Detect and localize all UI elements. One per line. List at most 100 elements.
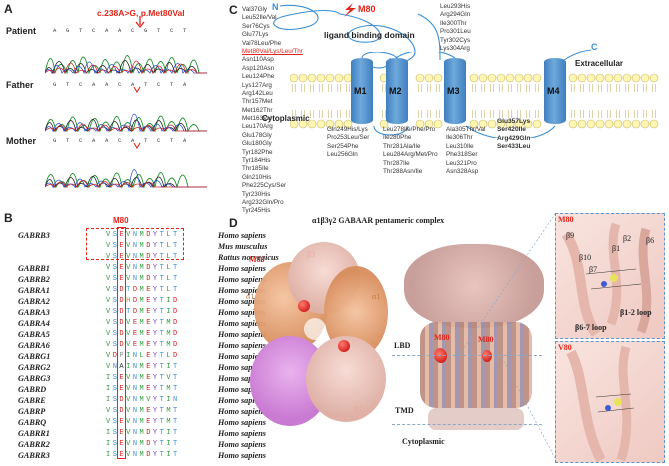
- m80-sphere-right: [338, 340, 350, 352]
- mutation-item: Ser433Leu: [497, 142, 530, 150]
- sequence: ISDVNMVYTIN: [106, 395, 211, 406]
- mutation-item: Met163Val: [242, 115, 303, 123]
- mutation-item: Ser420Ile: [497, 125, 530, 133]
- gene-name: GABRQ: [18, 417, 96, 428]
- zoom-loop67-label: β6-7 loop: [575, 323, 607, 332]
- sequence: ISEVNMDYTIT: [106, 428, 211, 439]
- mutation-item: Leu278Ile/Phe/Pro: [383, 126, 438, 134]
- trace-label-father: Father: [6, 80, 34, 90]
- zoom-b9-label: β9: [566, 231, 574, 240]
- sequence: VSEVNMDYTLT: [106, 230, 211, 241]
- gene-name: GABRA1: [18, 285, 96, 296]
- chromatogram-patient: [45, 36, 207, 74]
- chromatogram-mother: [45, 150, 207, 188]
- chromatogram-father: [45, 94, 207, 132]
- mutation-item: Leu321Pro: [446, 160, 485, 168]
- top-beta3-label: β3: [307, 250, 315, 259]
- zoom-b6-label: β6: [646, 236, 654, 245]
- panel-a-letter: A: [4, 2, 13, 16]
- sequence: VSEVNMDYTLT: [106, 274, 211, 285]
- gene-name: GABRB1: [18, 263, 96, 274]
- mutation-item: Ile280Phe: [383, 134, 438, 142]
- mutation-item: Val78Leu/Phe: [242, 40, 303, 48]
- mutation-item: Ser254Phe: [327, 143, 369, 151]
- mutation-item: Ser76Cys: [242, 23, 303, 31]
- mutation-item: Thr157Met: [242, 98, 303, 106]
- trace-label-mother: Mother: [6, 136, 36, 146]
- sequence: VDPINLEYTLD: [106, 351, 211, 362]
- gene-name: GABRR1: [18, 428, 96, 439]
- mutation-item: Glu180Gly: [242, 140, 303, 148]
- mutation-list-m2: Leu278Ile/Phe/ProIle280PheThr281Ala/IleL…: [383, 126, 438, 176]
- mutation-item: Tyr230His: [242, 191, 303, 199]
- sequence: ISEVNMEYTMT: [106, 384, 211, 395]
- gene-name: GABRR2: [18, 439, 96, 450]
- ligand-binding-domain-label: ligand binding domain: [324, 30, 415, 40]
- sequence: ISEVNMDYTIT: [106, 450, 211, 461]
- gene-name: GABRD: [18, 384, 96, 395]
- mutation-item: Ile306Thr: [446, 134, 485, 142]
- lightning-icon: [341, 3, 359, 17]
- mutation-list-m1: Gln249His/LysPro253Leu/SerSer254PheLeu25…: [327, 126, 369, 160]
- gene-name: GABRG3: [18, 373, 96, 384]
- mutation-item: Arg142Leu: [242, 90, 303, 98]
- gene-name: GABRP: [18, 406, 96, 417]
- mutation-item: Thr288Asn/Ile: [383, 168, 438, 176]
- lbd-label: LBD: [394, 341, 410, 350]
- zoom-connector: [440, 212, 560, 462]
- zoom-b2-label: β2: [623, 234, 631, 243]
- mutation-item: Gln249His/Lys: [327, 126, 369, 134]
- mutation-item: Leu52Ile/Val: [242, 14, 303, 22]
- trace-label-patient: Patient: [6, 26, 36, 36]
- base-row-mother: G T C A A C A T C T A: [53, 137, 190, 144]
- gene-name: GABRE: [18, 395, 96, 406]
- mutation-item: Thr185Ile: [242, 165, 303, 173]
- tmd-label: TMD: [395, 406, 414, 415]
- zoom-b1-label: β1: [612, 244, 620, 253]
- sequence: VSEVNMDYTLT: [106, 263, 211, 274]
- zoom-b10-label: β10: [579, 253, 591, 262]
- mutation-item: Ala305Thr/Val: [446, 126, 485, 134]
- gene-name: GABRB2: [18, 274, 96, 285]
- mutation-item: Tyr184His: [242, 157, 303, 165]
- gene-name: GABRA6: [18, 340, 96, 351]
- sequence: VSEVNMEYTMT: [106, 417, 211, 428]
- father-arrow: [132, 86, 142, 94]
- mutation-item: Glu178Gly: [242, 132, 303, 140]
- mutation-item: Leu170Arg: [242, 123, 303, 131]
- zoom-panel-mutant: [555, 341, 665, 463]
- mutation-item: Gln210His: [242, 174, 303, 182]
- mutation-item: Arg294Gln: [440, 11, 471, 19]
- top-beta3-bottom-label: β3: [354, 405, 362, 414]
- mutation-item: Asp120Asn: [242, 65, 303, 73]
- mutation-item: Leu293His: [440, 3, 471, 11]
- mutation-item: Pro253Leu/Ser: [327, 134, 369, 142]
- extracellular-label: Extracellular: [575, 59, 623, 68]
- mutation-item: Arg232Gln/Pro: [242, 199, 303, 207]
- mutation-item: Thr287Ile: [383, 160, 438, 168]
- sequence: VSDVEMEYTMD: [106, 318, 211, 329]
- mutation-item: Phe318Ser: [446, 151, 485, 159]
- mutation-list-m2m3-loop: Leu293HisArg294GlnIle300ThrPro301LeuTyr3…: [440, 3, 471, 53]
- zoom-b7-label: β7: [589, 265, 597, 274]
- species: Homo sapiens: [218, 450, 266, 461]
- gene-name: GABRG2: [18, 362, 96, 373]
- conservation-marker: M80: [113, 216, 129, 225]
- sequence: VSDVNMEYTMT: [106, 406, 211, 417]
- mutation-item: Asn328Asp: [446, 168, 485, 176]
- panel-b-letter: B: [4, 211, 13, 225]
- sequence: VSEVNMDYTLT: [106, 252, 211, 263]
- sequence: ISEVNMEYTVT: [106, 373, 211, 384]
- gene-name: GABRA4: [18, 318, 96, 329]
- gene-name: GABRR3: [18, 450, 96, 461]
- mutation-item: Met80Val/Lys/Leu/Thr: [242, 48, 303, 56]
- mutation-item: Lys304Arg: [440, 45, 471, 53]
- mutation-item: Thr281Ala/Ile: [383, 143, 438, 151]
- mutation-item: Ile300Thr: [440, 20, 471, 28]
- mutation-item: Tyr245His: [242, 207, 303, 215]
- zoom-loop12-label: β1-2 loop: [620, 308, 652, 317]
- mutation-item: Glu357Lys: [497, 117, 530, 125]
